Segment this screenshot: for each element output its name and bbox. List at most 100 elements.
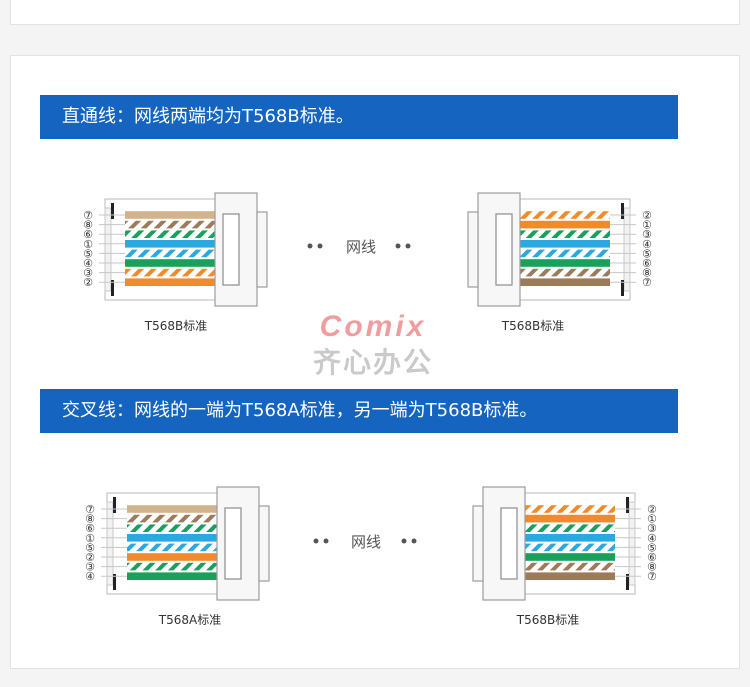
s2-right-wire-orange-stripe bbox=[505, 505, 615, 513]
section2-title-banner: 交叉线：网线的一端为T568A标准，另一端为T568B标准。 bbox=[40, 389, 678, 433]
s2-right-pin-label: ④ bbox=[647, 532, 657, 545]
s1-left-contact-bottom bbox=[111, 280, 114, 296]
s1-right-boot-window bbox=[495, 213, 513, 286]
s2-left-pin-label: ⑥ bbox=[85, 522, 95, 535]
s2-right-pin-label: ② bbox=[647, 503, 657, 516]
s1-left-wire-tan bbox=[125, 211, 235, 219]
s1-left-pin-label: ③ bbox=[83, 267, 93, 280]
s2-left-plug-nose bbox=[106, 501, 114, 586]
s1-right-pin-label: ① bbox=[642, 219, 652, 232]
s1-left-wire-orange bbox=[125, 278, 235, 286]
s2-left-wire-brown-stripe bbox=[127, 514, 237, 523]
s2-right-wire-blue-stripe bbox=[505, 543, 615, 552]
comix-logo: Comix 齐心办公 bbox=[313, 310, 433, 379]
s2-right-pin-label: ⑤ bbox=[647, 541, 657, 554]
s2-left-boot-window bbox=[224, 507, 242, 580]
s2-right-wire-brown bbox=[505, 572, 615, 580]
s2-right-boot-window bbox=[500, 507, 518, 580]
s2-right-pin-label: ① bbox=[647, 513, 657, 526]
s1-right-plug-nose bbox=[623, 207, 631, 292]
s1-right-wire-orange bbox=[500, 220, 610, 229]
s1-left-plug-nose bbox=[104, 207, 112, 292]
s2-right-wire-brown-stripe bbox=[505, 562, 615, 571]
s2-left-contact-top bbox=[113, 497, 116, 513]
s1-left-contact-top bbox=[111, 203, 114, 219]
s1-left-wire-blue bbox=[125, 240, 235, 248]
section1-middle: 网线 bbox=[307, 238, 411, 256]
s1-left-wire-orange-stripe bbox=[125, 268, 235, 277]
section1-right-standard-label: T568B标准 bbox=[501, 319, 564, 333]
section1-cable-label: 网线 bbox=[346, 238, 376, 256]
s2-left-wire-orange bbox=[127, 553, 237, 561]
s2-left-pin-label: ④ bbox=[85, 570, 95, 583]
s2-right-boot-tail bbox=[472, 505, 484, 582]
s1-right-pin-label: ② bbox=[642, 209, 652, 222]
s1-right-wire-blue bbox=[500, 240, 610, 248]
section2-left-standard-label: T568A标准 bbox=[158, 613, 221, 627]
s2-right-wire-blue bbox=[505, 534, 615, 542]
s2-right-plug-nose bbox=[628, 501, 636, 586]
s2-right-pin-label: ⑧ bbox=[647, 561, 657, 574]
s2-right-wire-green bbox=[505, 553, 615, 561]
s2-left-contact-bottom bbox=[113, 574, 116, 590]
s2-right-pin-label: ⑥ bbox=[647, 551, 657, 564]
s1-left-wire-green-stripe bbox=[125, 230, 235, 238]
s2-right-contact-bottom bbox=[626, 574, 629, 590]
section2-right-standard-label: T568B标准 bbox=[516, 613, 579, 627]
s1-right-contact-bottom bbox=[621, 280, 624, 296]
s1-right-wire-green-stripe bbox=[500, 230, 610, 238]
s1-right-wire-orange-stripe bbox=[500, 211, 610, 219]
s2-right-wire-green-stripe bbox=[505, 524, 615, 532]
s1-right-pin-label: ③ bbox=[642, 228, 652, 241]
s1-right-wire-blue-stripe bbox=[500, 249, 610, 258]
s1-right-pin-label: ⑧ bbox=[642, 267, 652, 280]
s1-right-wire-brown-stripe bbox=[500, 268, 610, 277]
s1-right-wire-brown bbox=[500, 278, 610, 286]
s1-left-wire-blue-stripe bbox=[125, 249, 235, 258]
s1-left-pin-label: ⑧ bbox=[83, 219, 93, 232]
s2-left-pin-label: ① bbox=[85, 532, 95, 545]
s1-left-pin-label: ⑤ bbox=[83, 247, 93, 260]
s1-left-pin-label: ② bbox=[83, 276, 93, 289]
s1-left-boot-tail bbox=[256, 211, 268, 288]
watermark-brand: Comix bbox=[320, 310, 427, 343]
section1-title-banner: 直通线：网线两端均为T568B标准。 bbox=[40, 95, 678, 139]
top-card bbox=[10, 0, 740, 25]
watermark-subtitle: 齐心办公 bbox=[313, 346, 433, 379]
s1-left-pin-label: ⑥ bbox=[83, 228, 93, 241]
s2-right-contact-top bbox=[626, 497, 629, 513]
s2-left-wire-green bbox=[127, 572, 237, 580]
s2-left-boot-tail bbox=[258, 505, 270, 582]
s1-left-pin-label: ⑦ bbox=[83, 209, 93, 222]
s1-left-wire-green bbox=[125, 259, 235, 267]
s2-left-wire-blue bbox=[127, 534, 237, 542]
s1-right-contact-top bbox=[621, 203, 624, 219]
s2-left-wire-blue-stripe bbox=[127, 543, 237, 552]
section2-middle: 网线 bbox=[313, 533, 417, 551]
s2-left-pin-label: ⑤ bbox=[85, 541, 95, 554]
s1-right-boot-tail bbox=[467, 211, 479, 288]
s2-right-wire-orange bbox=[505, 514, 615, 523]
s2-left-wire-green-stripe bbox=[127, 524, 237, 532]
s1-left-pin-label: ① bbox=[83, 238, 93, 251]
s2-left-pin-label: ⑧ bbox=[85, 513, 95, 526]
s2-right-pin-label: ③ bbox=[647, 522, 657, 535]
s1-right-pin-label: ④ bbox=[642, 238, 652, 251]
s1-left-pin-label: ④ bbox=[83, 257, 93, 270]
section1-left-standard-label: T568B标准 bbox=[144, 319, 207, 333]
s2-left-pin-label: ② bbox=[85, 551, 95, 564]
s1-left-boot-window bbox=[222, 213, 240, 286]
s2-left-pin-label: ③ bbox=[85, 561, 95, 574]
s1-right-pin-label: ⑥ bbox=[642, 257, 652, 270]
s1-right-pin-label: ⑦ bbox=[642, 276, 652, 289]
s1-left-wire-brown-stripe bbox=[125, 220, 235, 229]
s2-left-wire-green-stripe bbox=[127, 562, 237, 571]
s2-left-wire-tan bbox=[127, 505, 237, 513]
s2-left-pin-label: ⑦ bbox=[85, 503, 95, 516]
s1-right-pin-label: ⑤ bbox=[642, 247, 652, 260]
